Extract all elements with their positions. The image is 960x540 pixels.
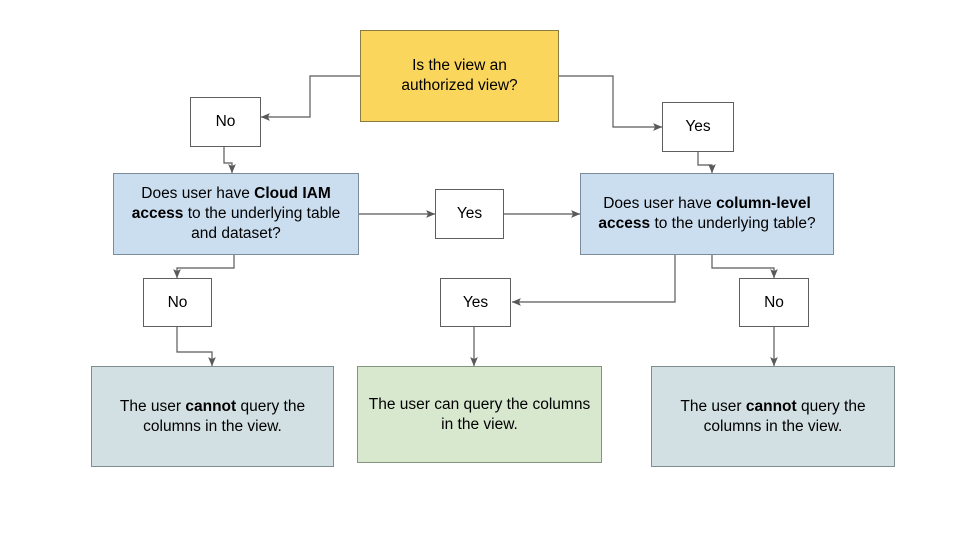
label-no-right[interactable]: No bbox=[739, 278, 809, 327]
edge-no-left-to-deny bbox=[176, 327, 216, 367]
outcome-allow-box[interactable]: The user can query the columns in the vi… bbox=[357, 366, 602, 463]
edge-column-to-no-right bbox=[711, 255, 778, 279]
label-no-top[interactable]: No bbox=[190, 97, 261, 147]
edge-no-top-to-iam bbox=[223, 147, 236, 174]
label-no-top-text: No bbox=[215, 113, 236, 131]
label-yes-bottom-text: Yes bbox=[462, 293, 489, 311]
decision-cloud-iam-text: Does user have Cloud IAM access to the u… bbox=[131, 185, 341, 242]
label-yes-middle-text: Yes bbox=[456, 205, 483, 223]
outcome-deny-left-box[interactable]: The user cannot query the columns in the… bbox=[91, 366, 334, 467]
outcome-deny-right-text: The user cannot query the columns in the… bbox=[680, 397, 866, 435]
decision-column-level-text: Does user have column-level access to th… bbox=[598, 195, 816, 232]
label-yes-top-text: Yes bbox=[685, 118, 711, 136]
start-question-box[interactable]: Is the view an authorized view? bbox=[360, 30, 559, 122]
label-yes-top[interactable]: Yes bbox=[662, 102, 734, 152]
label-yes-bottom[interactable]: Yes bbox=[440, 278, 511, 327]
decision-column-level-box[interactable]: Does user have column-level access to th… bbox=[580, 173, 834, 255]
decision-cloud-iam-box[interactable]: Does user have Cloud IAM access to the u… bbox=[113, 173, 359, 255]
edge-yes-top-to-column bbox=[697, 152, 716, 174]
label-yes-middle[interactable]: Yes bbox=[435, 189, 504, 239]
edge-iam-to-no-left bbox=[173, 255, 235, 279]
outcome-allow-text: The user can query the columns in the vi… bbox=[368, 395, 591, 433]
label-no-right-text: No bbox=[764, 293, 784, 311]
edge-start-to-no-top bbox=[260, 75, 361, 121]
label-no-left[interactable]: No bbox=[143, 278, 212, 327]
outcome-deny-right-box[interactable]: The user cannot query the columns in the… bbox=[651, 366, 895, 467]
edge-column-to-yes-bottom bbox=[511, 255, 676, 306]
edge-start-to-yes-top bbox=[558, 75, 663, 131]
label-no-left-text: No bbox=[167, 293, 188, 311]
start-question-text: Is the view an authorized view? bbox=[401, 57, 518, 94]
outcome-deny-left-text: The user cannot query the columns in the… bbox=[119, 397, 306, 435]
